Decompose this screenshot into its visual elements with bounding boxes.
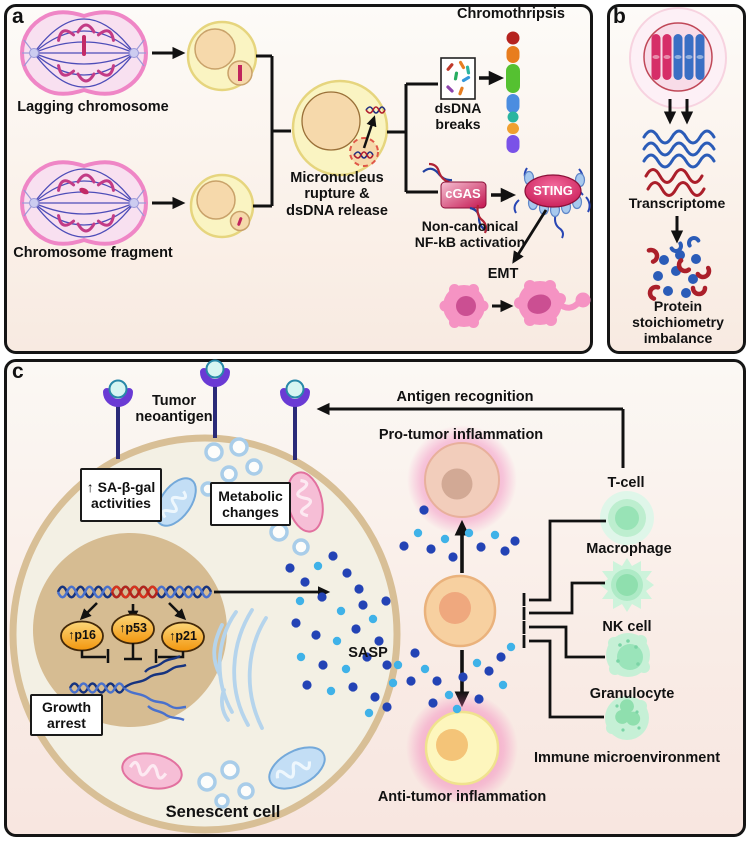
- aneuploid-cell-icon: [629, 7, 727, 109]
- label-pro-tumor: Pro-tumor inflammation: [378, 427, 544, 443]
- label-antigen-recognition: Antigen recognition: [396, 389, 534, 405]
- label-nk-cell: NK cell: [602, 619, 652, 635]
- label-p21: ↑p21: [169, 629, 197, 643]
- label-lagging-chromosome: Lagging chromosome: [17, 99, 169, 115]
- vesicles-icon: [197, 437, 310, 809]
- label-protein-imbalance: Protein stoichiometry imbalance: [632, 298, 724, 346]
- panel-letter-b: b: [613, 5, 626, 28]
- mitotic-spindle-lagging-icon: [19, 10, 149, 96]
- tumor-neoantigen-receptor-icon: [280, 379, 310, 460]
- immune-inhibition-connectors: [522, 519, 606, 719]
- tumor-neoantigen-receptor-icon: [103, 379, 133, 459]
- emt-epithelial-cell-icon: [439, 284, 489, 328]
- endoplasmic-reticulum-icon: [212, 608, 268, 730]
- nk-cell-icon: [606, 633, 650, 677]
- cgas-icon: [422, 162, 488, 234]
- label-senescent-cell: Senescent cell: [165, 803, 281, 821]
- sasp-factor-dots: [285, 505, 520, 718]
- mrna-transcripts-icon: [642, 129, 716, 197]
- bracket-left: [253, 54, 291, 208]
- emt-mesenchymal-cell-icon: [514, 280, 591, 326]
- unwound-dna-icon: [68, 654, 187, 722]
- antigen-recognition-arrow: [316, 402, 625, 468]
- sting-icon: [513, 167, 591, 239]
- label-transcriptome: Transcriptome: [628, 195, 726, 211]
- chromosomes-icon: [651, 34, 705, 80]
- cell-with-micronucleus-1: [186, 20, 258, 92]
- label-immune-microenvironment: Immune microenvironment: [533, 750, 721, 766]
- label-dsdna-breaks: dsDNA breaks: [434, 100, 482, 132]
- protein-imbalance-icon: [646, 236, 712, 301]
- mitochondrion-pink-icon: [121, 752, 183, 790]
- micronucleus-rupture-cell: [291, 79, 389, 177]
- cell-with-micronucleus-2: [189, 173, 255, 239]
- inhibition-lines: [80, 643, 185, 663]
- label-emt: EMT: [487, 266, 519, 282]
- label-chromothripsis: Chromothripsis: [457, 6, 565, 22]
- granulocyte-icon: [605, 696, 649, 740]
- pro-tumor-cell-icon: [424, 442, 500, 518]
- macrophage-icon: [600, 558, 654, 612]
- chromothripsis-chromosome-icon: [506, 31, 520, 153]
- arrow-to-p16: [79, 602, 98, 621]
- label-micronucleus-rupture: Micronucleus rupture & dsDNA release: [286, 170, 388, 219]
- panel-letter-c: c: [12, 360, 24, 383]
- label-macrophage: Macrophage: [586, 541, 672, 557]
- lagging-chromosome-icon: [82, 35, 86, 56]
- chromosome-fragment-icon: [79, 187, 89, 195]
- metabolic-changes-box: Metabolic changes: [210, 482, 291, 526]
- label-chromosome-fragment: Chromosome fragment: [13, 245, 173, 261]
- anti-tumor-cell-icon: [424, 710, 500, 786]
- label-anti-tumor: Anti-tumor inflammation: [377, 789, 547, 805]
- arrow-to-p21: [168, 602, 187, 621]
- tumor-neoantigen-receptor-icon: [200, 359, 230, 438]
- label-p53: ↑p53: [119, 621, 147, 635]
- label-p16: ↑p16: [68, 628, 96, 642]
- label-cgas: cGAS: [445, 186, 481, 201]
- dsdna-breaks-icon: [440, 57, 476, 100]
- mitotic-spindle-fragment-icon: [19, 160, 149, 246]
- label-nfkb-activation: Non-canonical NF-kB activation: [414, 218, 526, 250]
- sa-b-gal-box: ↑ SA-β-gal activities: [80, 468, 162, 522]
- arrow-dsdna-release: [362, 115, 377, 149]
- bracket-right: [387, 82, 438, 194]
- mitochondrion-blue-icon: [268, 746, 326, 790]
- label-sting: STING: [533, 183, 573, 198]
- label-granulocyte: Granulocyte: [589, 686, 675, 702]
- mitochondrion-blue-icon: [155, 477, 197, 527]
- growth-arrest-box: Growth arrest: [30, 694, 103, 736]
- label-sasp: SASP: [348, 645, 388, 661]
- panel-letter-a: a: [12, 5, 24, 28]
- t-cell-icon: [600, 491, 654, 545]
- tumor-cell-icon: [423, 574, 497, 648]
- arrow-sting-to-emt: [512, 209, 548, 264]
- label-tumor-neoantigen: Tumor neoantigen: [135, 393, 213, 426]
- label-t-cell: T-cell: [607, 475, 645, 491]
- damaged-dna-icon: [56, 585, 213, 599]
